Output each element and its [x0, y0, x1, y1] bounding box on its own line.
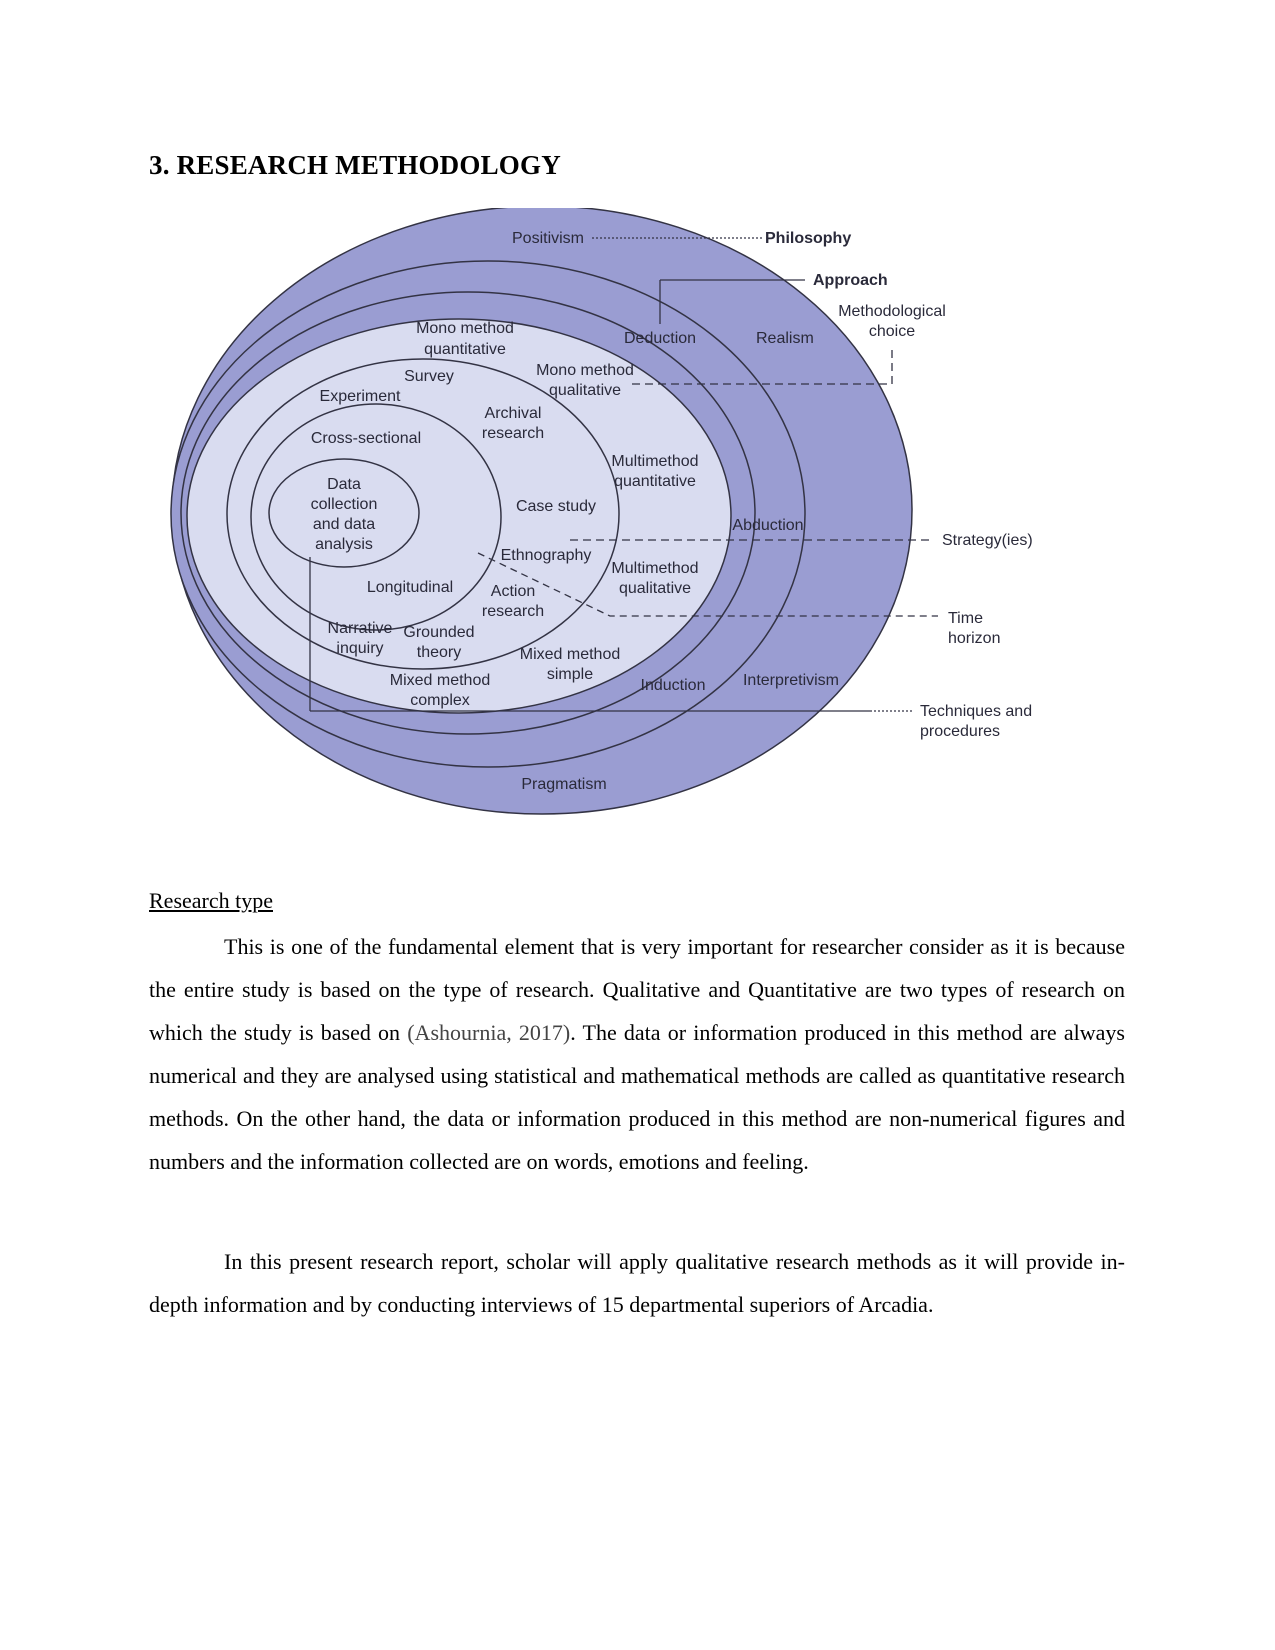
- label-narrative-2: inquiry: [336, 640, 383, 657]
- label-longitudinal: Longitudinal: [367, 579, 453, 596]
- label-multi-quant-2: quantitative: [614, 473, 696, 490]
- label-interpretivism: Interpretivism: [743, 672, 839, 689]
- paragraph-text: . The data or information produced in th…: [149, 1020, 1125, 1174]
- label-pragmatism: Pragmatism: [521, 776, 606, 793]
- label-data-1: Data: [327, 476, 361, 493]
- paragraph-research-type: This is one of the fundamental element t…: [149, 925, 1125, 1183]
- label-grounded-1: Grounded: [403, 624, 474, 641]
- label-philosophy: Philosophy: [765, 230, 851, 247]
- label-mixed-simple-1: Mixed method: [520, 646, 621, 663]
- label-action-2: research: [482, 603, 544, 620]
- label-multi-qual-1: Multimethod: [611, 560, 698, 577]
- label-mono-quant-2: quantitative: [424, 341, 506, 358]
- label-techniques-1: Techniques and: [920, 703, 1032, 720]
- label-time-2: horizon: [948, 630, 1000, 647]
- research-onion-diagram: Positivism Philosophy Approach Methodolo…: [170, 205, 1090, 863]
- page-heading: 3. RESEARCH METHODOLOGY: [149, 150, 561, 180]
- time-horizon-layer: [226, 358, 620, 670]
- strategies-layer: [186, 318, 732, 714]
- methodological-choice-connector: [632, 346, 893, 385]
- label-time-1: Time: [948, 610, 983, 627]
- label-mono-qual-1: Mono method: [536, 362, 634, 379]
- label-case-study: Case study: [516, 498, 596, 515]
- label-mixed-complex-1: Mixed method: [390, 672, 491, 689]
- label-archival-2: research: [482, 425, 544, 442]
- label-approach: Approach: [813, 272, 888, 289]
- label-multi-qual-2: qualitative: [619, 580, 691, 597]
- label-data-3: and data: [313, 516, 375, 533]
- label-survey: Survey: [404, 368, 454, 385]
- label-techniques-2: procedures: [920, 723, 1000, 740]
- paragraph-text: This is one of the fundamental element t…: [149, 934, 1125, 1045]
- label-mono-qual-2: qualitative: [549, 382, 621, 399]
- methodological-choice-layer: [180, 291, 756, 735]
- label-cross-sectional: Cross-sectional: [311, 430, 421, 447]
- research-onion-svg: Positivism Philosophy Approach Methodolo…: [170, 205, 1033, 815]
- label-methodological-1: Methodological: [838, 303, 946, 320]
- connector-lines: [309, 237, 938, 712]
- label-deduction: Deduction: [624, 330, 696, 347]
- label-grounded-2: theory: [417, 644, 461, 661]
- label-action-1: Action: [491, 583, 535, 600]
- label-narrative-1: Narrative: [328, 620, 393, 637]
- techniques-layer: [250, 403, 502, 631]
- label-induction: Induction: [641, 677, 706, 694]
- label-ethnography: Ethnography: [501, 547, 592, 564]
- label-mixed-complex-2: complex: [410, 692, 470, 709]
- label-archival-1: Archival: [485, 405, 542, 422]
- label-abduction: Abduction: [732, 517, 803, 534]
- paragraph-qualitative-choice: In this present research report, scholar…: [149, 1249, 1125, 1317]
- label-strategies: Strategy(ies): [942, 532, 1033, 549]
- citation: (Ashournia, 2017): [407, 1020, 571, 1045]
- time-horizon-connector: [477, 552, 938, 617]
- label-positivism: Positivism: [512, 230, 584, 247]
- label-mixed-simple-2: simple: [547, 666, 593, 683]
- label-multi-quant-1: Multimethod: [611, 453, 698, 470]
- label-methodological-2: choice: [869, 323, 915, 340]
- label-data-4: analysis: [315, 536, 373, 553]
- label-experiment: Experiment: [320, 388, 401, 405]
- label-mono-quant-1: Mono method: [416, 320, 514, 337]
- label-realism: Realism: [756, 330, 814, 347]
- label-data-2: collection: [311, 496, 378, 513]
- section-heading-research-type: Research type: [149, 888, 273, 913]
- data-collection-core: [268, 458, 420, 568]
